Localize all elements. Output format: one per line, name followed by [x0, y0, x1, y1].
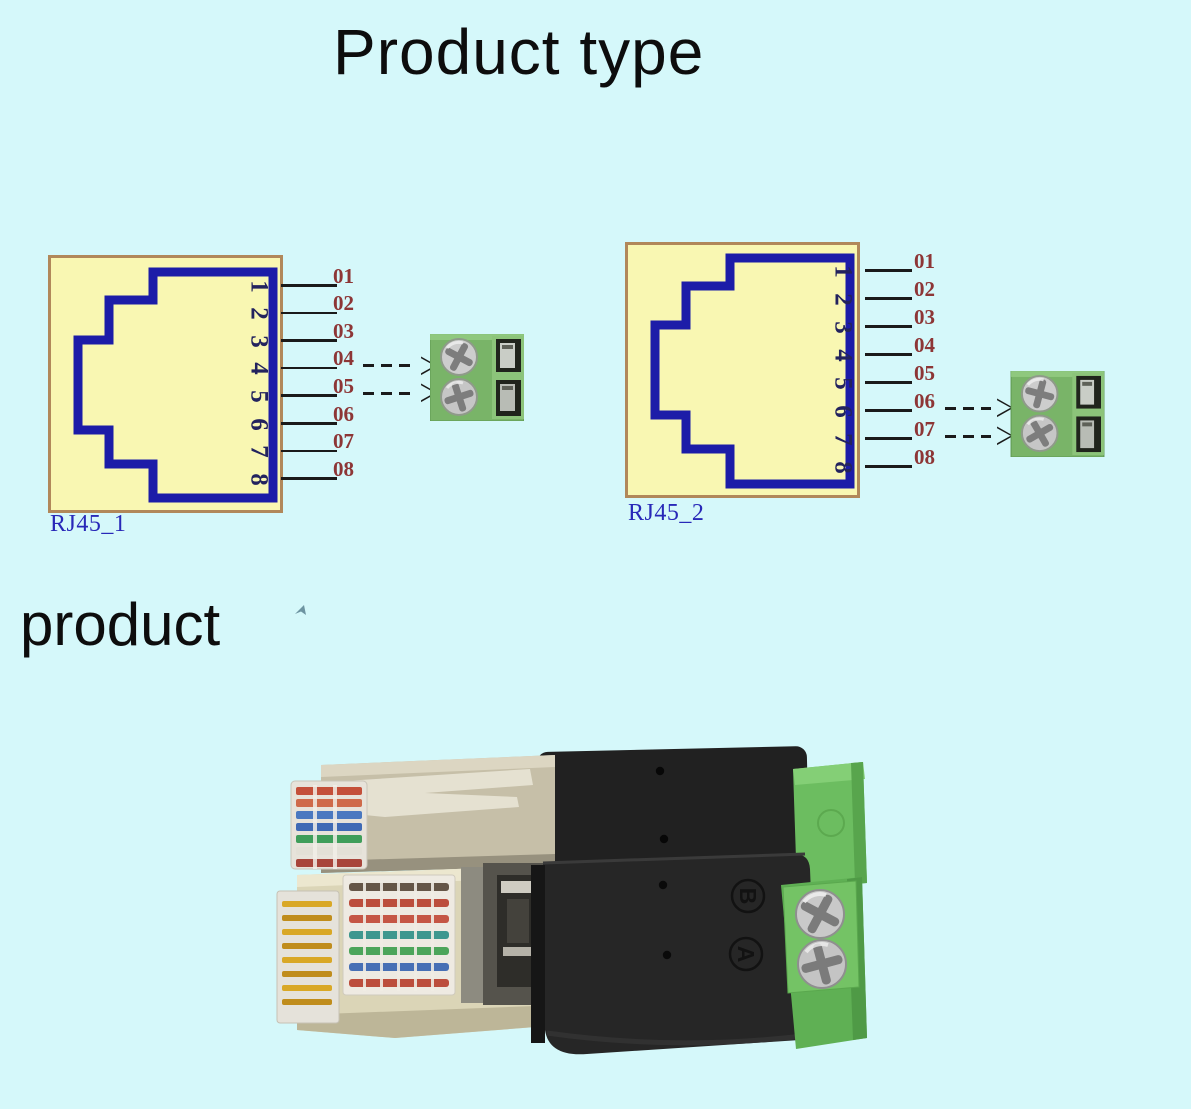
- pin-label: 05: [333, 373, 354, 398]
- pin-row: 4 04 >: [246, 342, 448, 380]
- pin-wire-line: [281, 311, 337, 315]
- rj45-jack-outline-icon: [650, 253, 855, 489]
- pin-row: 8 08 >: [828, 440, 1028, 474]
- pin-label: 05: [914, 361, 935, 385]
- terminal-block-front: [781, 877, 867, 1049]
- rj45-plug-front: [276, 863, 561, 1038]
- pin-label: 04: [333, 346, 354, 371]
- pin-wire-line: [281, 284, 337, 287]
- pin-row: 4 04 >: [828, 328, 1028, 362]
- rj45-jack-outline-icon: [73, 267, 278, 503]
- wire-stripes: [349, 881, 449, 991]
- terminal-block-rear: [793, 762, 867, 889]
- pin-wire-line: [281, 339, 337, 342]
- pin-row: 6 06 >: [246, 397, 448, 430]
- pin-label: 03: [914, 305, 935, 329]
- pin-row: 3 03 >: [828, 300, 1028, 334]
- pin-wire-line: [865, 437, 912, 440]
- pin-wire-line: [865, 409, 912, 412]
- pin-label: 06: [914, 389, 935, 413]
- pin-row: 1 01 >: [828, 244, 1028, 278]
- pin-row: 5 05 >: [828, 356, 1028, 390]
- pin-row: 3 03 >: [246, 314, 448, 347]
- wire-stripes: [296, 785, 362, 869]
- pin-row: 5 05 >: [246, 369, 448, 407]
- pin-row: 7 07 >: [246, 425, 448, 458]
- screw-icon: [1020, 374, 1059, 413]
- pin-connection-arrow: >: [945, 421, 1017, 451]
- screw-icon: [797, 939, 847, 989]
- screw-icon: [795, 889, 845, 939]
- pin-connection-arrow: >: [945, 393, 1017, 423]
- pin-label: 06: [333, 401, 354, 426]
- pin-number: 8: [829, 461, 857, 474]
- port-label-b: B: [730, 878, 766, 914]
- page-title: Product type: [333, 16, 705, 88]
- cursor-icon: [295, 605, 306, 615]
- screw-icon: [440, 378, 478, 416]
- rj45-2-pin-list: 1 01 > 2 02 >: [828, 244, 1028, 474]
- pin-row: 2 02 >: [828, 272, 1028, 306]
- port-label-a: A: [728, 936, 764, 972]
- pin-label: 08: [333, 456, 354, 481]
- pin-label: 07: [914, 417, 935, 441]
- pin-row: 1 01 >: [246, 259, 448, 292]
- pin-label: 02: [333, 291, 354, 316]
- pin-label: 01: [914, 249, 935, 273]
- rj45-1-pin-list: 1 01 > 2 02 >: [246, 259, 448, 485]
- pin-label: 03: [333, 318, 354, 343]
- pin-wire-line: [865, 353, 912, 356]
- adapter-rear-body: [536, 746, 810, 866]
- adapter-front-body: B A: [531, 852, 817, 1055]
- gold-pins: [282, 901, 332, 1005]
- pin-wire-line: [281, 366, 337, 370]
- product-section-label: product: [20, 591, 221, 658]
- dashed-line: [945, 406, 991, 410]
- pin-label: 02: [914, 277, 935, 301]
- pin-wire-line: [865, 297, 912, 300]
- screw-hole: [658, 880, 668, 890]
- pin-row: 8 08 >: [246, 452, 448, 485]
- svg-text:B: B: [735, 888, 761, 905]
- rj45-2-ref-label: RJ45_2: [628, 500, 705, 526]
- rj45-2-symbol-box: [625, 242, 860, 498]
- dashed-line: [945, 434, 991, 438]
- pin-row: 2 02 >: [246, 287, 448, 320]
- pin-label: 08: [914, 445, 935, 469]
- pin-row: 6 06 >: [828, 384, 1028, 423]
- pin-label: 04: [914, 333, 935, 357]
- screw-icon: [440, 338, 478, 376]
- svg-text:A: A: [733, 946, 759, 963]
- pin-wire-line: [281, 421, 337, 425]
- pin-row: 7 07 >: [828, 412, 1028, 451]
- pin-wire-line: [865, 325, 912, 328]
- pin-label: 01: [333, 263, 354, 288]
- product-photo: B A: [276, 746, 867, 1055]
- pin-wire-line: [865, 269, 912, 272]
- terminal-symbol-2: [1008, 371, 1107, 457]
- pin-wire-line: [865, 465, 912, 468]
- pin-number: 8: [245, 473, 273, 486]
- pin-wire-line: [281, 449, 337, 453]
- pin-label: 07: [333, 429, 354, 454]
- dashed-line: [363, 391, 415, 395]
- rj45-plug-rear: [290, 755, 555, 873]
- pin-wire-line: [281, 477, 337, 480]
- terminal-symbol-1: [430, 334, 524, 421]
- screw-hole: [655, 766, 665, 776]
- pin-wire-line: [865, 381, 912, 384]
- dashed-line: [363, 364, 415, 368]
- screw-hole: [659, 834, 669, 844]
- rj45-1-symbol-box: [48, 255, 283, 513]
- screw-hole: [662, 950, 672, 960]
- pin-wire-line: [281, 394, 337, 397]
- screw-icon: [1020, 414, 1059, 453]
- rj45-1-ref-label: RJ45_1: [50, 511, 127, 537]
